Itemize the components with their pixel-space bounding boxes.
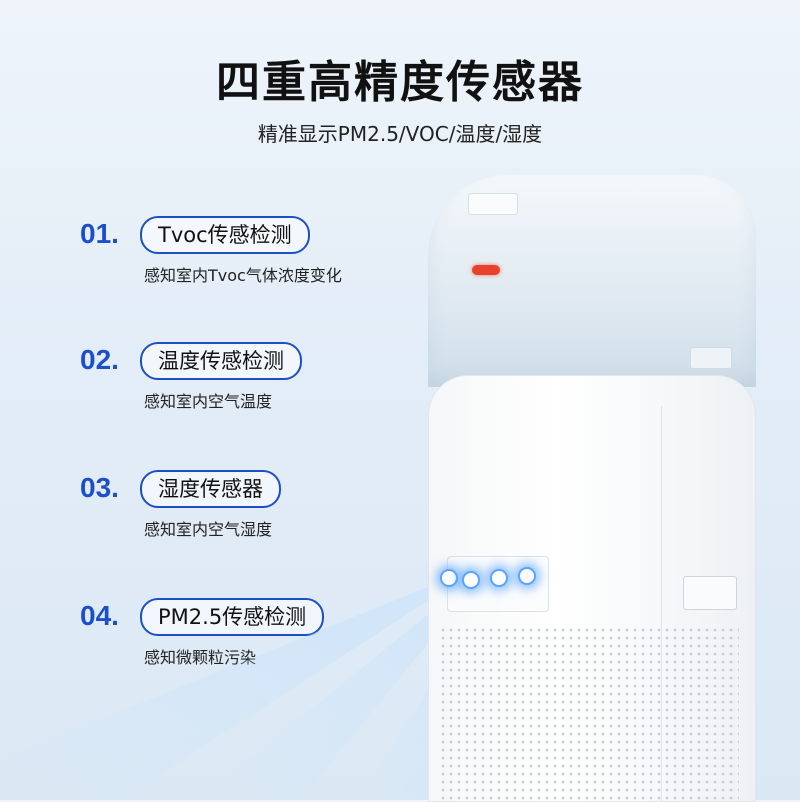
feature-label-pill: PM2.5传感检测: [140, 598, 325, 636]
feature-number: 03.: [80, 472, 119, 503]
page-subtitle: 精准显示PM2.5/VOC/温度/湿度: [257, 122, 543, 146]
purifier-top-cap: [428, 175, 756, 387]
sensor-led-1: [440, 569, 458, 587]
sensor-led-2: [462, 571, 480, 589]
feature-label-pill: 湿度传感器: [140, 470, 281, 508]
purifier-body: [428, 375, 756, 802]
feature-number: 01.: [80, 218, 119, 249]
air-intake-grille: [439, 626, 739, 801]
feature-label-pill: 温度传感检测: [140, 342, 302, 380]
feature-description: 感知微颗粒污染: [144, 648, 257, 667]
feature-description: 感知室内空气温度: [144, 392, 273, 411]
feature-number: 02.: [80, 344, 119, 375]
cap-clip: [690, 347, 732, 369]
page-title: 四重高精度传感器: [216, 57, 584, 108]
feature-description: 感知室内空气湿度: [144, 520, 273, 539]
feature-number: 04.: [80, 600, 119, 631]
body-seam: [661, 406, 662, 801]
sensor-led-3: [490, 569, 508, 587]
air-purifier-illustration: [428, 175, 758, 802]
cap-vent: [468, 193, 518, 215]
sensor-led-4: [518, 567, 536, 585]
feature-description: 感知室内Tvoc气体浓度变化: [144, 266, 342, 285]
feature-label-pill: Tvoc传感检测: [140, 216, 310, 254]
tvoc-sensor-indicator: [472, 265, 500, 275]
side-handle: [683, 576, 737, 610]
